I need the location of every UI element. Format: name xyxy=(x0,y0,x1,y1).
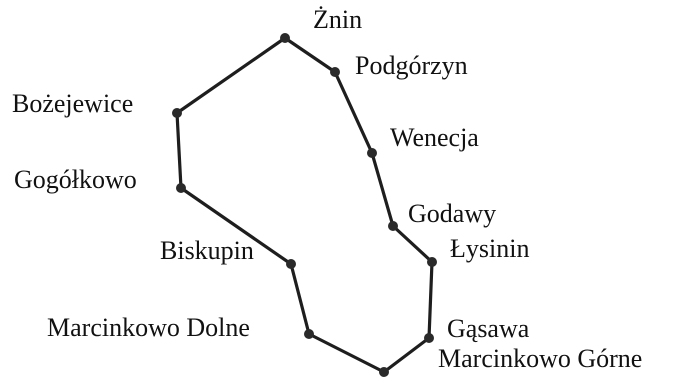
node-znin xyxy=(280,33,290,43)
label-podgorzyn: Podgórzyn xyxy=(355,51,468,80)
label-lysinin: Łysinin xyxy=(450,234,529,263)
label-marcinkowo-dolne: Marcinkowo Dolne xyxy=(47,313,250,342)
node-podgorzyn xyxy=(330,67,340,77)
node-gasawa xyxy=(424,333,434,343)
label-gogolkowo: Gogółkowo xyxy=(14,165,137,194)
label-godawy: Godawy xyxy=(408,199,496,228)
node-biskupin xyxy=(286,259,296,269)
route-labels: Żnin Podgórzyn Wenecja Godawy Łysinin Gą… xyxy=(12,5,642,373)
label-bozejewice: Bożejewice xyxy=(12,89,133,118)
label-wenecja: Wenecja xyxy=(390,123,479,152)
label-biskupin: Biskupin xyxy=(160,236,254,265)
label-znin: Żnin xyxy=(313,5,362,34)
node-bozejewice xyxy=(172,108,182,118)
node-wenecja xyxy=(367,148,377,158)
node-godawy xyxy=(388,221,398,231)
route-loop-line xyxy=(175,36,434,374)
route-nodes xyxy=(172,33,437,377)
node-lysinin xyxy=(427,257,437,267)
label-marcinkowo-gorne: Marcinkowo Górne xyxy=(438,344,642,373)
node-gogolkowo xyxy=(176,183,186,193)
label-gasawa: Gąsawa xyxy=(447,314,530,343)
node-marcinkowo-gorne xyxy=(379,367,389,377)
node-marcinkowo-dolne xyxy=(304,329,314,339)
